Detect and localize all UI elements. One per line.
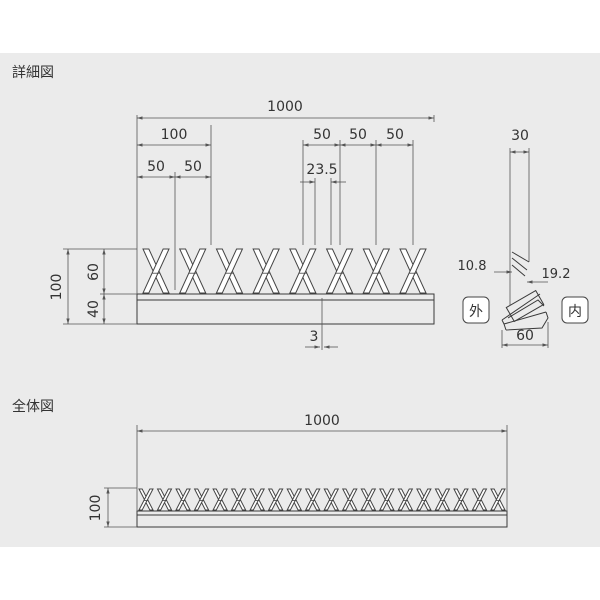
overall-spike — [138, 488, 154, 511]
detail-dim-50d: 50 — [349, 127, 367, 143]
overall-spike — [453, 488, 469, 511]
overall-dim-height: 100 — [88, 495, 104, 522]
detail-spike — [325, 248, 354, 294]
overall-spike — [212, 488, 228, 511]
detail-spike — [215, 248, 244, 294]
overall-spike — [193, 488, 210, 511]
detail-dim-3: 3 — [310, 329, 319, 345]
detail-spike — [399, 248, 427, 294]
overall-spike — [304, 488, 321, 511]
overall-spike — [397, 488, 414, 511]
inside-label-box — [561, 296, 589, 324]
detail-spike — [289, 248, 317, 294]
detail-dim-60: 60 — [86, 263, 102, 281]
overall-spike — [490, 488, 506, 511]
overall-spike — [416, 488, 432, 511]
overall-spike — [379, 488, 395, 511]
detail-spikes — [142, 248, 427, 294]
overall-spike — [434, 488, 451, 511]
section-dim-60: 60 — [516, 328, 534, 344]
detail-dim-50e: 50 — [386, 127, 404, 143]
detail-dim-23-5: 23.5 — [306, 162, 337, 178]
overall-spike — [175, 488, 191, 511]
section-dim-19-2: 19.2 — [542, 267, 571, 282]
overall-spike — [267, 488, 284, 511]
detail-dim-height: 100 — [49, 274, 65, 301]
inside-label: 内 — [568, 304, 582, 320]
section-profile — [501, 148, 549, 331]
overall-spike — [323, 488, 340, 511]
overall-spike — [360, 488, 377, 511]
detail-dim-40: 40 — [86, 300, 102, 318]
overall-spike — [471, 488, 488, 511]
overall-dim-total: 1000 — [304, 413, 340, 429]
detail-dim-total: 1000 — [267, 99, 303, 115]
detail-spike — [252, 248, 280, 294]
overall-spike — [156, 488, 173, 511]
detail-spike — [362, 248, 391, 294]
section-dim-10-8: 10.8 — [458, 259, 487, 274]
overall-spike — [249, 488, 265, 511]
detail-spike — [178, 248, 207, 294]
detail-base — [136, 293, 435, 325]
overall-title: 全体図 — [12, 398, 54, 415]
detail-dim-50c: 50 — [313, 127, 331, 143]
overall-spike — [286, 488, 303, 511]
overall-spikes — [138, 488, 506, 511]
detail-title: 詳細図 — [12, 65, 54, 81]
detail-extension-lines — [63, 115, 435, 350]
detail-dim-50b: 50 — [184, 159, 202, 175]
detail-spike — [142, 248, 170, 294]
detail-dim-100: 100 — [161, 127, 188, 143]
overall-base — [136, 510, 508, 528]
overall-spike — [341, 488, 358, 511]
detail-dim-50a: 50 — [147, 159, 165, 175]
outside-label: 外 — [469, 304, 483, 320]
outside-label-box — [462, 296, 490, 324]
overall-spike — [230, 488, 247, 511]
section-dim-30: 30 — [511, 128, 529, 144]
